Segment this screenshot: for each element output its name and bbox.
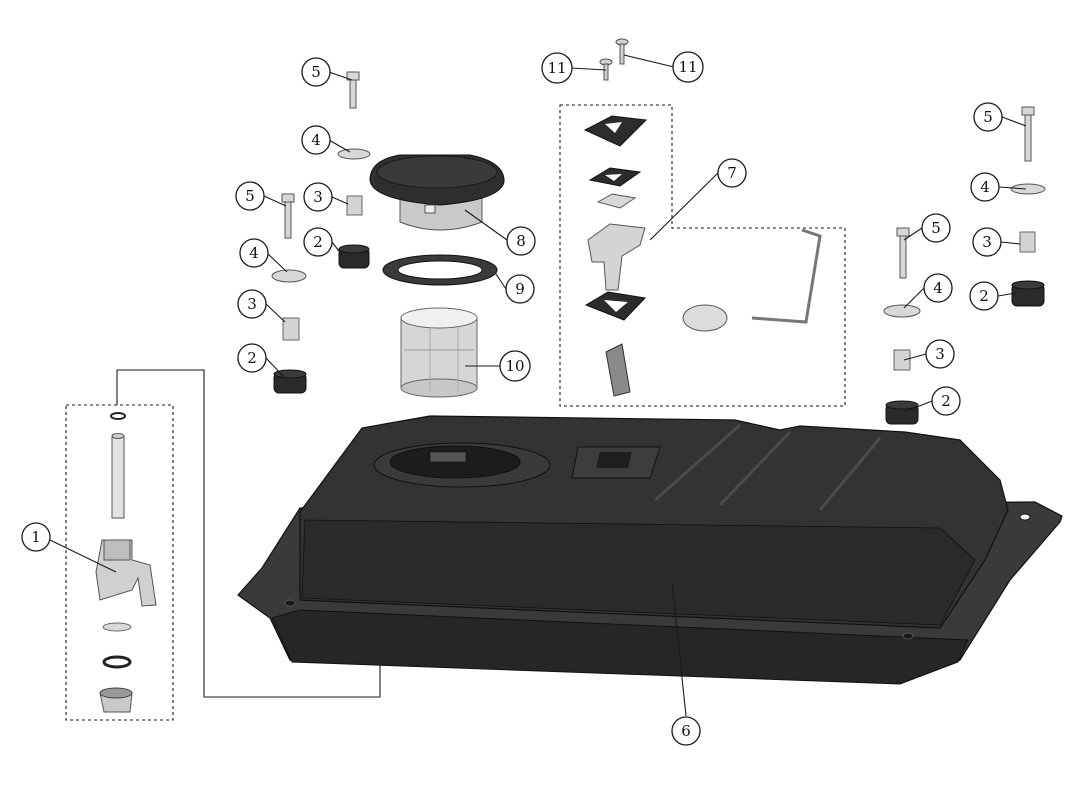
callout-2: 2 (931, 386, 961, 416)
hardware-parts (271, 38, 1046, 425)
callout-4-label: 4 (933, 279, 943, 297)
callout-9: 9 (505, 274, 535, 304)
callout-1-label: 1 (31, 528, 41, 546)
callout-5-label: 5 (245, 187, 255, 205)
callout-3-label: 3 (935, 345, 945, 363)
callout-7-label: 7 (727, 164, 737, 182)
callout-2: 2 (969, 281, 999, 311)
callout-3-label: 3 (313, 188, 323, 206)
petcock-parts (95, 412, 157, 713)
callout-3-label: 3 (982, 233, 992, 251)
callout-5: 5 (235, 181, 265, 211)
callout-4: 4 (970, 172, 1000, 202)
callout-5: 5 (301, 57, 331, 87)
callout-2: 2 (237, 343, 267, 373)
callout-4-label: 4 (249, 244, 259, 262)
callout-2-label: 2 (247, 349, 257, 367)
callout-11-label: 11 (678, 58, 697, 76)
callout-2: 2 (303, 227, 333, 257)
fuel-sender-box (559, 104, 846, 407)
callout-2-label: 2 (979, 287, 989, 305)
callout-5-label: 5 (983, 108, 993, 126)
callout-2-label: 2 (941, 392, 951, 410)
callout-1: 1 (21, 522, 51, 552)
callout-6-label: 6 (681, 722, 691, 740)
callout-5-label: 5 (311, 63, 321, 81)
cap-gasket-part-9 (382, 254, 498, 286)
callout-3: 3 (925, 339, 955, 369)
fuel-cap-part-8 (369, 154, 505, 231)
callout-11: 11 (672, 51, 704, 83)
callout-10-label: 10 (505, 357, 524, 375)
callout-10: 10 (499, 350, 531, 382)
callout-8: 8 (506, 226, 536, 256)
callout-11: 11 (541, 52, 573, 84)
callout-4: 4 (923, 273, 953, 303)
callout-8-label: 8 (516, 232, 526, 250)
callout-3: 3 (237, 289, 267, 319)
callout-2-label: 2 (313, 233, 323, 251)
petcock-assembly-box (65, 404, 174, 721)
fuel-tank-part-6 (237, 415, 1063, 685)
callout-5: 5 (921, 213, 951, 243)
callout-3-label: 3 (247, 295, 257, 313)
callout-11-label: 11 (547, 59, 566, 77)
callout-6: 6 (671, 716, 701, 746)
callout-3: 3 (972, 227, 1002, 257)
assembly-connector-line (116, 369, 381, 698)
callout-3: 3 (303, 182, 333, 212)
callout-7: 7 (717, 158, 747, 188)
callout-4-label: 4 (311, 131, 321, 149)
callout-5: 5 (973, 102, 1003, 132)
callout-4: 4 (239, 238, 269, 268)
fuel-sender-parts (583, 115, 822, 397)
callout-9-label: 9 (515, 280, 525, 298)
callout-4-label: 4 (980, 178, 990, 196)
strainer-part-10 (400, 307, 478, 398)
leader-lines (49, 54, 1027, 717)
callout-4: 4 (301, 125, 331, 155)
callout-5-label: 5 (931, 219, 941, 237)
